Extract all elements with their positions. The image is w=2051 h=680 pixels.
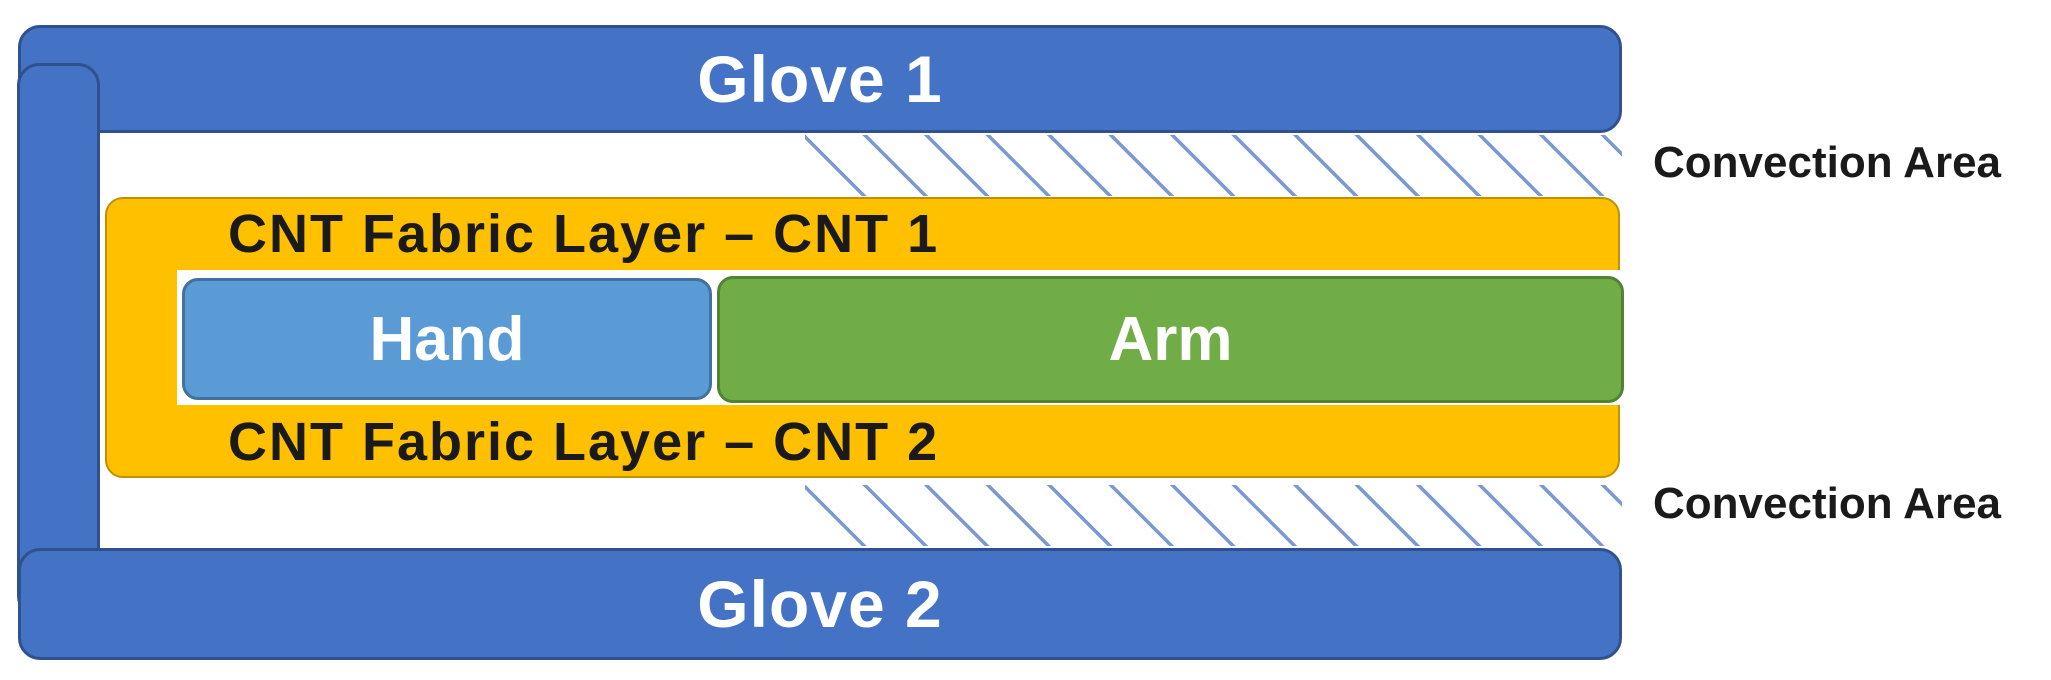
convection-area-top-text: Convection Area — [1653, 138, 2002, 187]
convection-hatch-top — [805, 135, 1622, 196]
convection-area-label-top: Convection Area — [1653, 138, 2033, 187]
glove2-label: Glove 2 — [697, 567, 943, 641]
glove1-bar: Glove 1 — [18, 25, 1622, 133]
cnt-layer-2-label-row: CNT Fabric Layer – CNT 2 — [228, 405, 939, 478]
convection-hatch-bottom — [805, 485, 1622, 546]
cnt-layer-1-label: CNT Fabric Layer – CNT 1 — [228, 203, 940, 264]
arm-block: Arm — [717, 276, 1624, 403]
glove2-bar: Glove 2 — [18, 548, 1622, 660]
arm-label: Arm — [1108, 305, 1233, 374]
glove1-label: Glove 1 — [697, 42, 943, 116]
convection-area-label-bottom: Convection Area — [1653, 479, 2033, 528]
convection-area-bottom-text: Convection Area — [1653, 479, 2002, 528]
cnt-layer-1-label-row: CNT Fabric Layer – CNT 1 — [228, 197, 939, 270]
left-connector-column — [17, 63, 100, 618]
cnt-layer-2-label: CNT Fabric Layer – CNT 2 — [228, 411, 940, 472]
hand-block: Hand — [182, 278, 712, 400]
hand-label: Hand — [369, 304, 525, 374]
